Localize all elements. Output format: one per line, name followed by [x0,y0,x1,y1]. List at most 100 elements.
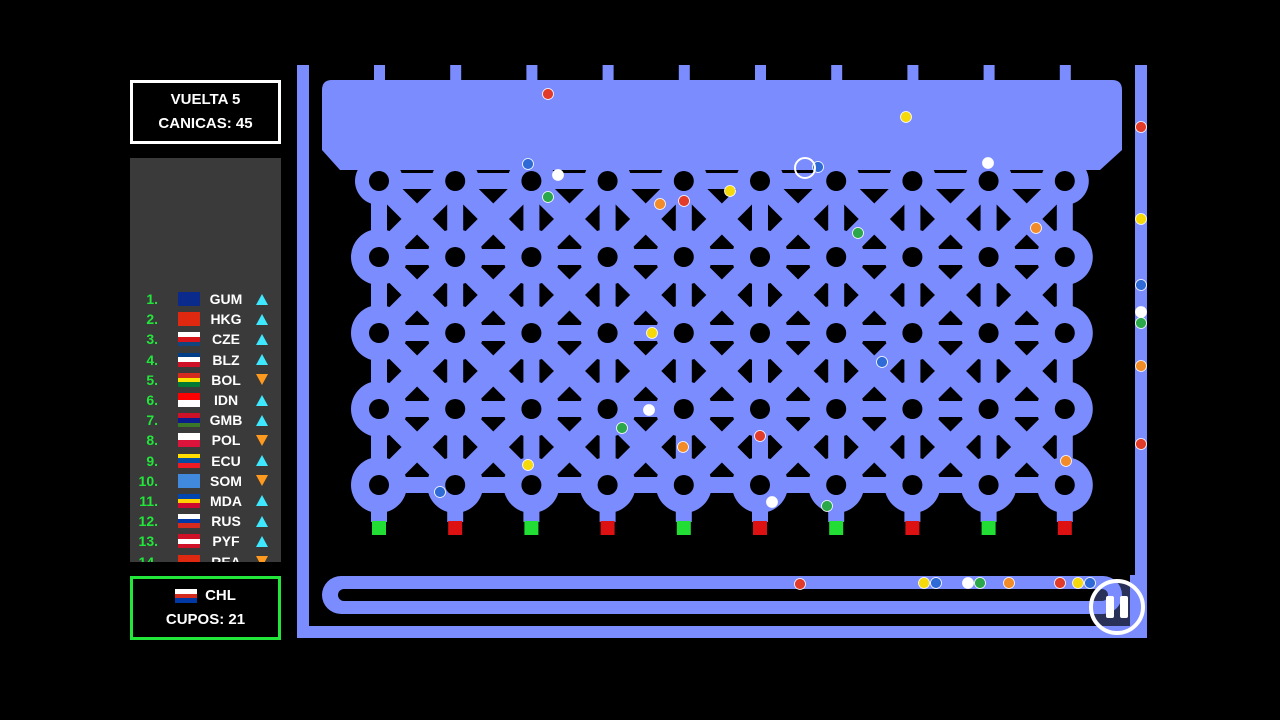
leaderboard-row: 2. HKG [130,309,281,329]
peg-hole [521,323,542,343]
top-chute [831,65,843,85]
top-chute [602,65,614,85]
pause-button[interactable] [1089,579,1145,635]
country-flag-icon [178,352,200,367]
trend-up-icon [256,535,268,547]
marble [918,577,930,589]
green-gate [372,521,386,535]
player-panel: CHL CUPOS: 21 [130,576,281,640]
peg-hole [902,475,923,495]
marble [522,158,534,170]
marble [876,356,888,368]
trend-up-icon [256,333,268,345]
rank-number: 2. [146,311,158,328]
trend-down-icon [256,475,268,487]
leaderboard-row: 8.POL [130,430,281,450]
country-code: ECU [211,452,241,469]
peg-hole [369,475,389,495]
peg-hole [597,475,618,495]
peg-hole [1054,475,1075,495]
marble [754,430,766,442]
rank-number: 9. [146,452,158,469]
peg-hole [826,247,847,267]
trend-up-icon [256,515,268,527]
peg-hole [1054,171,1075,191]
peg-hole [978,171,999,191]
country-flag-icon [178,534,200,549]
top-chute [678,65,690,85]
leaderboard-row: 5. BOL [130,370,281,390]
rank-number: 12. [138,513,158,530]
leaderboard-row: 3.CZE [130,329,281,349]
marble [852,227,864,239]
peg-hole [597,399,618,419]
peg-hole [902,399,923,419]
peg-hole [902,247,923,267]
leaderboard-row: 11.MDA [130,491,281,511]
country-flag-icon [178,393,200,408]
top-chute [374,65,385,85]
trend-down-icon [256,434,268,446]
trend-up-icon [256,394,268,406]
peg-hole [369,171,389,191]
marble [1135,317,1147,329]
country-code: PYF [212,533,240,550]
red-gate [1057,521,1072,535]
peg-hole [445,323,466,343]
country-flag-icon [178,292,200,307]
marble [974,577,986,589]
peg-hole [1054,247,1075,267]
rank-number: 6. [146,392,158,409]
peg-hole [1054,399,1075,419]
leaderboard-row: 6.IDN [130,390,281,410]
country-code: CZE [212,331,240,348]
peg-hole [673,399,694,419]
red-gate [600,521,615,535]
leaderboard-row: 12.RUS [130,511,281,531]
leaderboard-row: 10.SOM [130,471,281,491]
player-flag-icon [175,589,198,603]
country-flag-icon [178,554,200,562]
red-gate [753,521,767,535]
marble [542,88,554,100]
marble [794,578,806,590]
peg-hole [369,323,389,343]
leaderboard-row: 13.PYF [130,531,281,551]
trend-up-icon [256,354,268,366]
marble [1135,306,1147,318]
peg-hole [369,247,389,267]
peg-hole [445,247,466,267]
trend-up-icon [256,293,268,305]
leaderboard-row: 1.GUM [130,289,281,309]
peg-hole [521,247,542,267]
green-gate [524,521,539,535]
peg-hole [750,247,770,267]
country-code: SOM [210,472,242,489]
top-chute [755,65,766,85]
peg-hole [826,475,847,495]
rank-number: 5. [146,371,158,388]
country-code: BOL [211,371,241,388]
country-code: HKG [210,311,242,328]
peg-hole [673,171,694,191]
trend-up-icon [256,455,268,467]
country-flag-icon [178,453,200,468]
top-chute [1059,65,1071,85]
green-gate [829,521,844,535]
country-flag-icon [178,413,200,428]
country-code: GMB [209,412,243,429]
peg-hole [445,399,466,419]
peg-hole [597,323,618,343]
marble [678,195,690,207]
marble [643,404,655,416]
round-info-panel: VUELTA 5 CANICAS: 45 [130,80,281,144]
country-flag-icon [178,473,200,488]
rank-number: 1. [146,291,158,308]
marble [821,500,833,512]
top-chute [450,65,462,85]
peg-hole [750,399,770,419]
peg-hole [445,171,466,191]
peg-hole [597,247,618,267]
leaderboard-row: 9. ECU [130,451,281,471]
